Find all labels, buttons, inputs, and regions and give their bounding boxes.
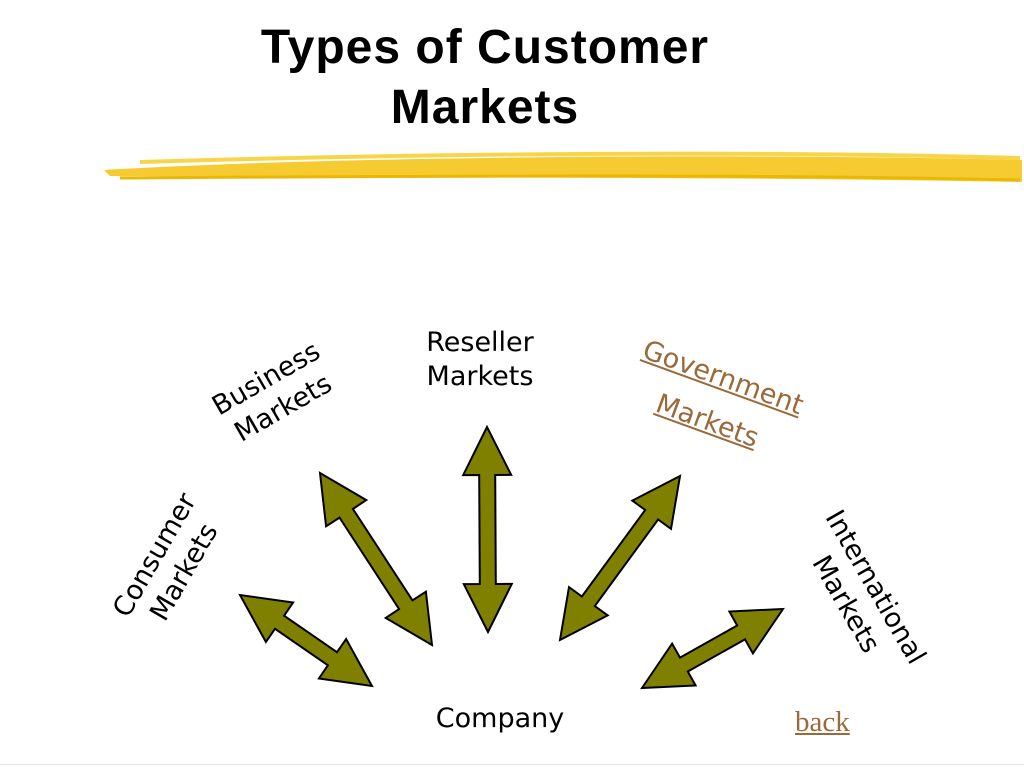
arrow-international: [640, 607, 785, 690]
slide-title: Types of Customer Markets: [0, 18, 970, 138]
title-underline-highlight: [104, 151, 1022, 182]
back-link[interactable]: back: [795, 706, 850, 738]
arrow-consumer: [238, 593, 374, 688]
company-label: Company: [435, 703, 565, 734]
footer-divider: [0, 764, 1024, 765]
slide-title-line2: Markets: [390, 81, 580, 134]
arrow-reseller: [461, 424, 514, 635]
reseller-markets-label: Reseller Markets: [426, 327, 534, 392]
arrow-government: [558, 474, 682, 642]
arrow-business: [318, 471, 434, 647]
slide-title-line1: Types of Customer: [260, 21, 710, 74]
arrow-group: [238, 424, 785, 690]
